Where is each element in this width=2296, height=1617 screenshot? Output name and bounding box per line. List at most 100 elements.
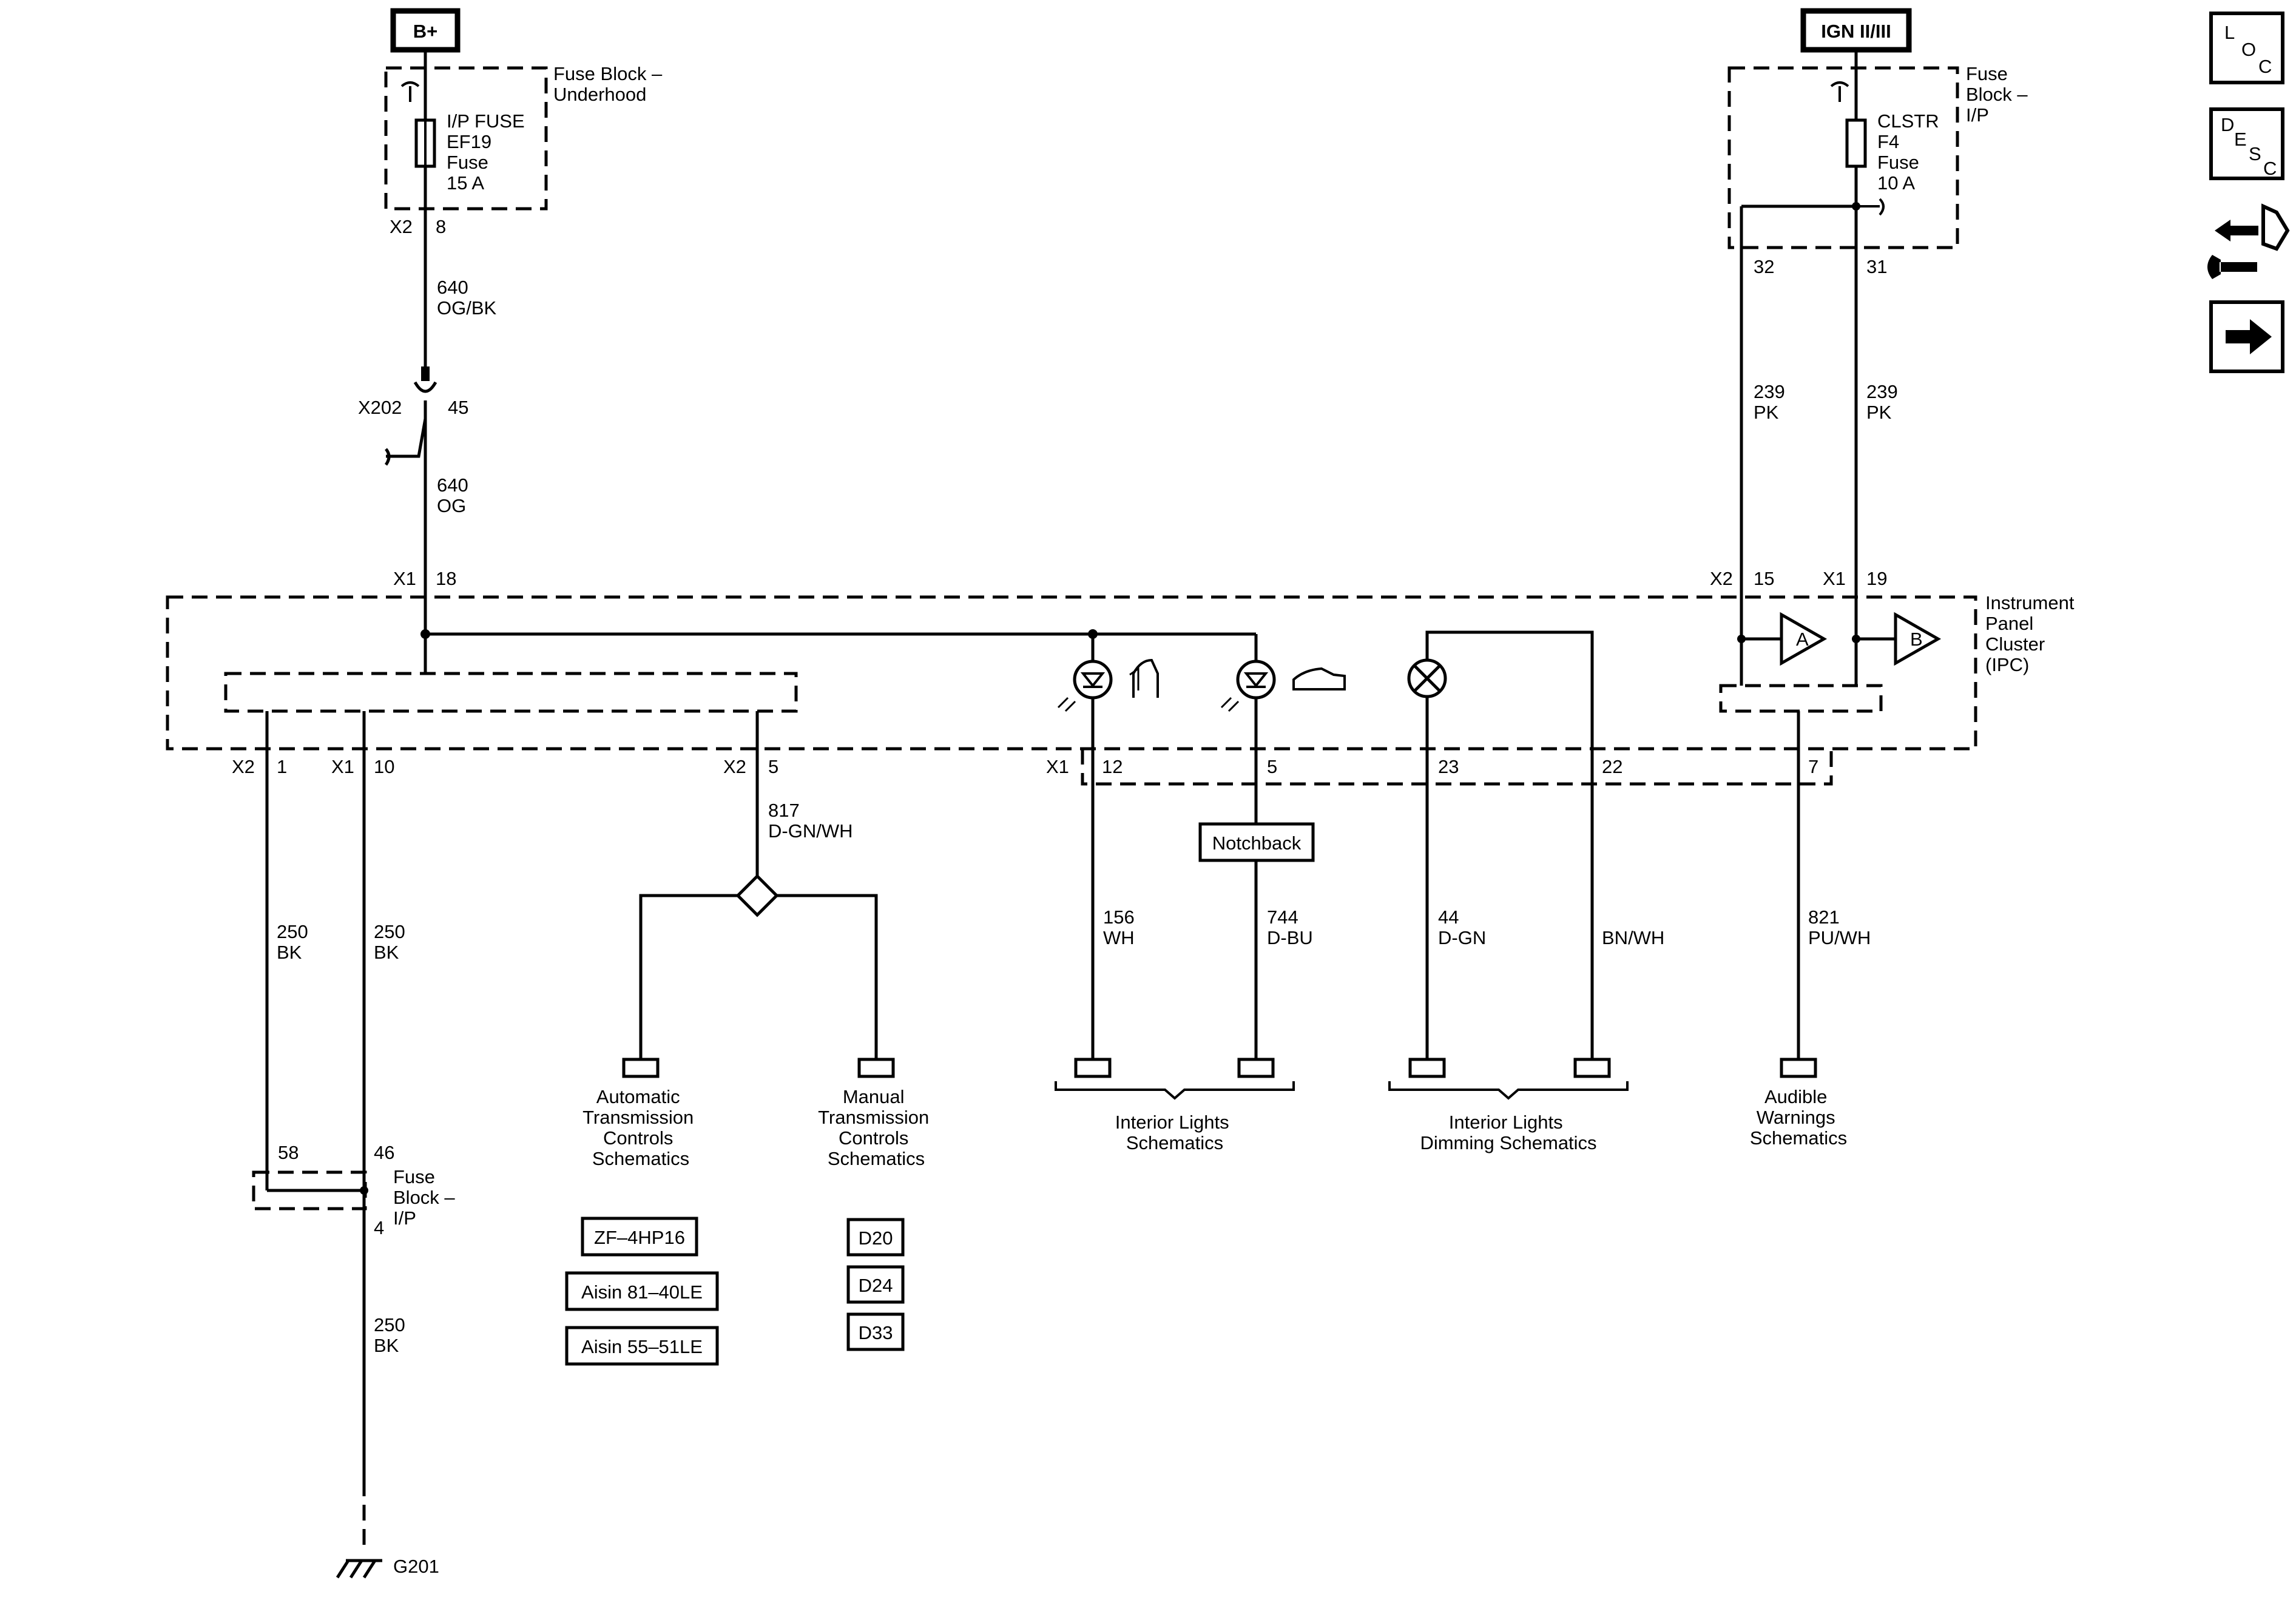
ipc-pin: 22 <box>1602 756 1622 777</box>
trans-option-zf: ZF–4HP16 <box>581 1217 698 1257</box>
ipc-label: Instrument Panel Cluster (IPC) <box>1985 592 2079 675</box>
svg-text:C: C <box>2263 158 2277 179</box>
auto-trans-schematics-link[interactable]: Automatic Transmission Controls Schemati… <box>582 1086 699 1169</box>
svg-text:E: E <box>2234 129 2247 150</box>
fuse-clstr-label: CLSTR F4 Fuse 10 A <box>1877 110 1944 194</box>
fuse-connector-icon <box>400 81 420 102</box>
wire-156-wh[interactable]: 156 WH <box>1091 749 1140 1059</box>
fuse-ip-bottom-pin: 4 <box>374 1217 384 1238</box>
fuse-ip-bottom-pin: 58 <box>278 1142 299 1163</box>
svg-text:ZF–4HP16: ZF–4HP16 <box>594 1227 685 1248</box>
svg-text:O: O <box>2241 39 2256 60</box>
x202-pin-icon <box>384 400 427 466</box>
wrench-icon <box>2207 255 2257 279</box>
ipc-internal-module <box>1719 684 1883 713</box>
driver-b[interactable]: B <box>1894 612 1942 666</box>
wire-250-bk-2[interactable]: 250 BK <box>362 749 410 1190</box>
driver-a-label: A <box>1796 629 1809 650</box>
desc-button[interactable]: D E S C <box>2209 107 2284 180</box>
wire-239-left[interactable]: 239 PK <box>1740 206 1790 686</box>
interior-lights-schematics-link[interactable]: Interior Lights Schematics <box>1115 1112 1234 1153</box>
fuse-ef19-label: I/P FUSE EF19 Fuse 15 A <box>447 110 530 194</box>
engine-option-d33: D33 <box>846 1312 905 1351</box>
dimming-schematics-link[interactable]: Interior Lights Dimming Schematics <box>1420 1112 1596 1153</box>
svg-text:250 BK: 250 BK <box>374 921 410 963</box>
splice-pin-icon <box>1856 198 1885 216</box>
wire-821-pu-wh[interactable]: 821 PU/WH <box>1797 749 1871 1059</box>
svg-text:Interior Lights Schemati: Interior Lights Schematics <box>1115 1112 1234 1153</box>
ref-bracket-icon <box>1055 1081 1295 1100</box>
ref-bracket-icon <box>1388 1081 1629 1100</box>
ipc-pin: 10 <box>374 756 394 777</box>
ref-connector-icon <box>622 1058 660 1078</box>
svg-text:239 PK: 239 PK <box>1754 381 1790 423</box>
ground-label: G201 <box>393 1556 439 1577</box>
ign-label: IGN II/III <box>1821 21 1891 42</box>
car-trunk-open-icon <box>1292 667 1346 690</box>
led-indicator-icon[interactable] <box>1236 660 1276 700</box>
fuse-block-ip-bottom[interactable]: Fuse Block – I/P <box>252 1166 460 1229</box>
fuse-ip-bottom-pin: 46 <box>374 1142 394 1163</box>
option-splice-icon <box>735 874 779 917</box>
fuse-block-ip-top-label: Fuse Block – I/P <box>1966 63 2033 126</box>
loc-button[interactable]: L O C <box>2209 12 2284 84</box>
ipc-pin-conn: X1 <box>1046 756 1069 777</box>
svg-text:Automatic Transmission: Automatic Transmission Controls Schemati… <box>582 1086 699 1169</box>
svg-text:D20: D20 <box>859 1227 893 1249</box>
ipc-pin: 23 <box>1438 756 1459 777</box>
led-indicator-icon[interactable] <box>1073 660 1113 700</box>
x202-pin: 45 <box>448 397 468 418</box>
svg-text:250 BK: 250 BK <box>374 1314 410 1356</box>
fuse-block-ip-bottom-label: Fuse Block – I/P <box>393 1166 460 1229</box>
wire-640-ogbk[interactable]: 640 OG/BK <box>424 166 497 370</box>
svg-text:Aisin 55–51LE: Aisin 55–51LE <box>581 1336 703 1357</box>
svg-text:Aisin 81–40LE: Aisin 81–40LE <box>581 1281 703 1303</box>
svg-text:D: D <box>2221 114 2234 135</box>
wire-744-dbu[interactable]: 744 D-BU <box>1254 860 1313 1059</box>
ref-connector-icon <box>1237 1058 1275 1078</box>
notchback-option: Notchback <box>1198 822 1315 862</box>
driver-a[interactable]: A <box>1780 612 1828 666</box>
manual-trans-schematics-link[interactable]: Manual Transmission Controls Schematics <box>818 1086 934 1169</box>
ipc-pin: 15 <box>1754 568 1774 589</box>
lamp-icon[interactable] <box>1407 658 1447 698</box>
ipc-pin-conn: X1 <box>1823 568 1846 589</box>
wire-817-dgn-wh[interactable]: 817 D-GN/WH <box>755 749 853 876</box>
svg-text:S: S <box>2249 143 2261 164</box>
wire-44-dgn[interactable]: 44 D-GN <box>1425 749 1486 1059</box>
svg-text:640 OG: 640 OG <box>437 474 473 516</box>
svg-text:Notchback: Notchback <box>1212 832 1302 854</box>
wire-bn-wh[interactable]: BN/WH <box>1590 749 1664 1059</box>
next-page-button[interactable] <box>2209 300 2284 373</box>
connector-tool-button[interactable] <box>2207 203 2290 279</box>
ground-icon <box>336 1559 382 1579</box>
wire-250-bk-1[interactable]: 250 BK <box>265 749 313 1190</box>
fuse-block-underhood[interactable]: Fuse Block – Underhood <box>384 63 667 211</box>
ipc-pin: 1 <box>277 756 287 777</box>
ipc-pin-conn: X2 <box>723 756 746 777</box>
ipc-pin: 18 <box>436 568 456 589</box>
fuse-block-ip-top[interactable]: Fuse Block – I/P <box>1727 63 2033 249</box>
wire-640-og[interactable]: 640 OG <box>424 419 473 634</box>
wire-239-right[interactable]: 239 PK <box>1854 206 1903 686</box>
trans-option-aisin-8140: Aisin 81–40LE <box>565 1271 719 1311</box>
trans-option-aisin-5551: Aisin 55–51LE <box>565 1326 719 1366</box>
light-rays-icon <box>1220 697 1240 712</box>
audible-warnings-schematics-link[interactable]: Audible Warnings Schematics <box>1750 1086 1847 1149</box>
fuse-clstr-icon[interactable] <box>1845 118 1867 168</box>
ipc-pin: 5 <box>768 756 778 777</box>
ground-g201[interactable]: G201 <box>336 1556 439 1579</box>
bplus-source[interactable]: B+ <box>390 8 461 53</box>
light-rays-icon <box>1057 697 1076 712</box>
ign-source[interactable]: IGN II/III <box>1800 8 1912 53</box>
instrument-panel-cluster[interactable]: Instrument Panel Cluster (IPC) <box>166 592 2079 751</box>
ref-connector-icon <box>1074 1058 1112 1078</box>
svg-text:156 WH: 156 WH <box>1103 906 1140 948</box>
fuse-ip-top-pin-left: 32 <box>1754 256 1774 277</box>
wire-250-bk-ground[interactable]: 250 BK <box>362 1190 410 1480</box>
fuse-connector-icon <box>1830 81 1849 102</box>
engine-option-d20: D20 <box>846 1218 905 1257</box>
svg-text:C: C <box>2258 56 2272 77</box>
ipc-pin: 7 <box>1808 756 1818 777</box>
